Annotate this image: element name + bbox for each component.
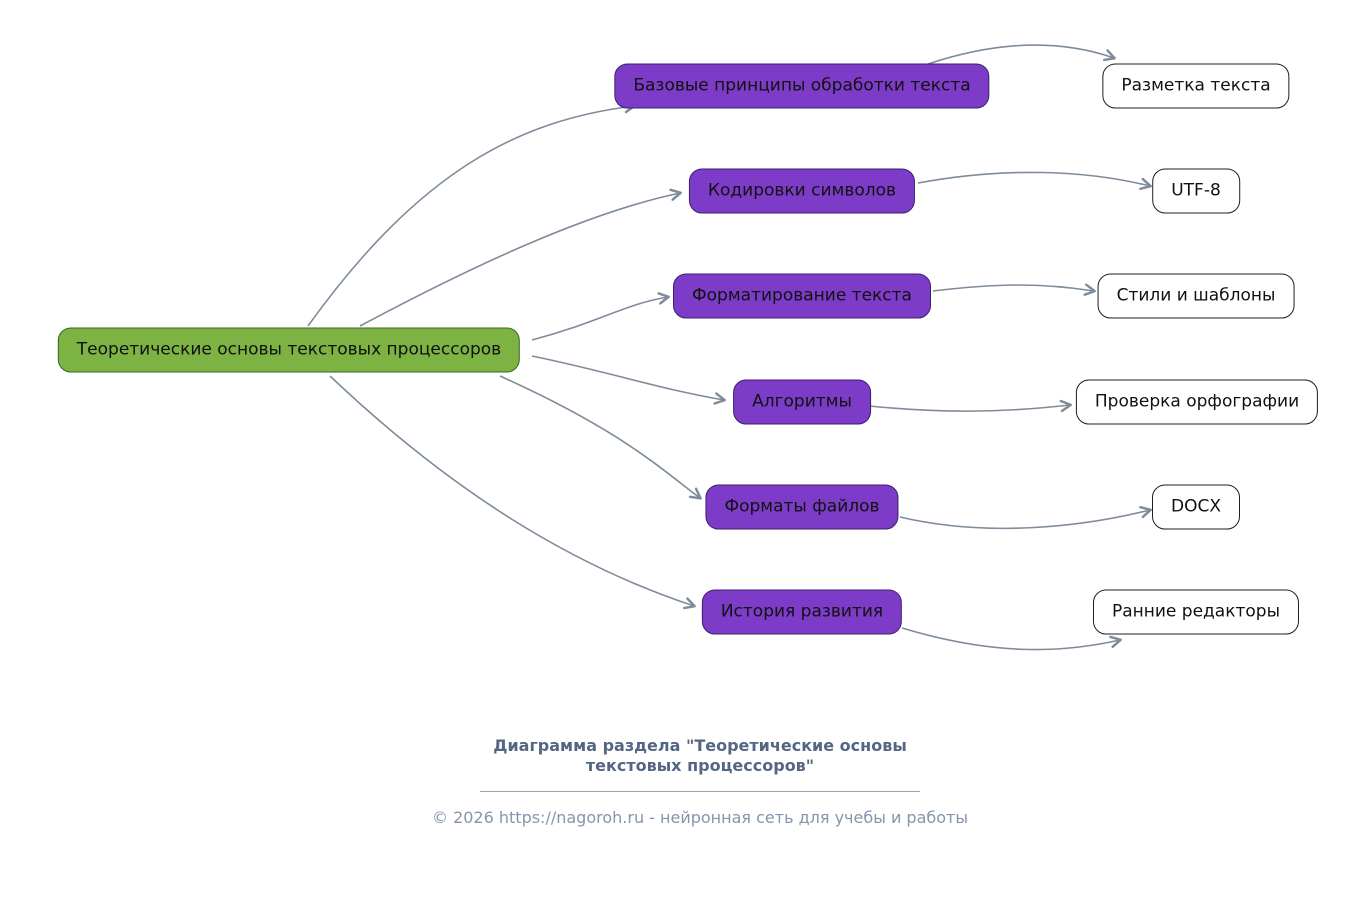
edge-branch-4-to-leaf-4 bbox=[868, 399, 1072, 413]
leaf-node-early-editors: Ранние редакторы bbox=[1092, 589, 1300, 635]
leaf-node-markup: Разметка текста bbox=[1102, 63, 1290, 109]
edge-branch-5-to-leaf-5 bbox=[899, 505, 1152, 530]
edge-branch-6-to-leaf-6 bbox=[901, 627, 1122, 651]
branch-node-history: История развития bbox=[701, 589, 903, 635]
leaf-node-docx: DOCX bbox=[1152, 484, 1240, 530]
edge-root-to-branch-6 bbox=[329, 375, 696, 610]
edge-root-to-branch-1 bbox=[307, 100, 636, 327]
branch-node-formatting: Форматирование текста bbox=[673, 273, 931, 319]
root-node: Теоретические основы текстовых процессор… bbox=[57, 327, 521, 373]
edge-root-to-branch-3 bbox=[531, 292, 670, 341]
edge-branch-3-to-leaf-3 bbox=[932, 283, 1096, 296]
edge-branch-2-to-leaf-2 bbox=[917, 171, 1152, 191]
caption-title-line2: текстовых процессоров" bbox=[585, 756, 815, 775]
branch-node-file-formats: Форматы файлов bbox=[705, 484, 899, 530]
leaf-node-styles-templates: Стили и шаблоны bbox=[1097, 273, 1295, 319]
leaf-node-spellcheck: Проверка орфографии bbox=[1075, 379, 1319, 425]
caption-separator bbox=[480, 791, 920, 792]
caption-footer: © 2026 https://nagoroh.ru - нейронная се… bbox=[431, 808, 968, 827]
branch-node-algorithms: Алгоритмы bbox=[733, 379, 871, 425]
caption-title-line1: Диаграмма раздела "Теоретические основы bbox=[493, 736, 907, 755]
leaf-node-utf8: UTF-8 bbox=[1152, 168, 1240, 214]
branch-node-basic-principles: Базовые принципы обработки текста bbox=[614, 63, 990, 109]
edge-branch-1-to-leaf-1 bbox=[927, 44, 1116, 65]
caption-title: Диаграмма раздела "Теоретические основы … bbox=[370, 736, 1030, 776]
edge-root-to-branch-4 bbox=[531, 355, 726, 405]
edge-root-to-branch-2 bbox=[359, 188, 682, 327]
branch-node-encodings: Кодировки символов bbox=[688, 168, 916, 214]
caption: Диаграмма раздела "Теоретические основы … bbox=[370, 736, 1030, 827]
edge-root-to-branch-5 bbox=[499, 375, 702, 500]
